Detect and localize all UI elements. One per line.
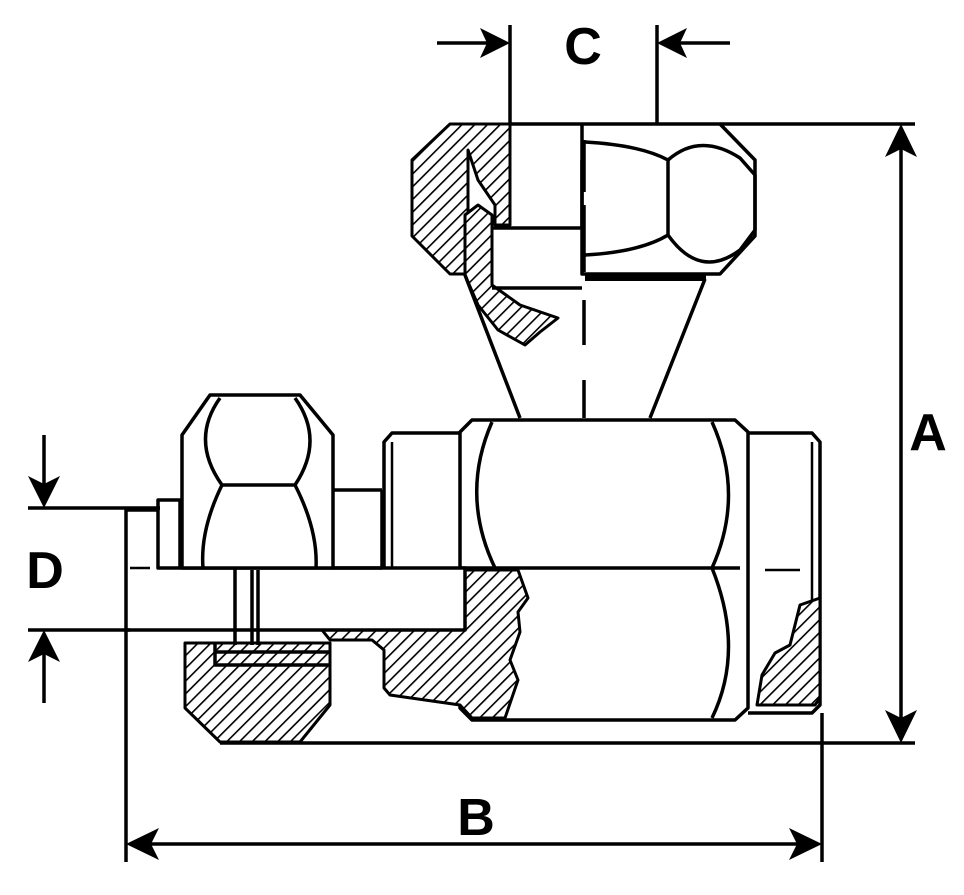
dimension-a: A — [220, 122, 947, 745]
stem-hex-profile — [584, 140, 670, 257]
right-collar — [748, 431, 822, 715]
dimension-b-arrow-right — [789, 828, 822, 860]
lower-nut-section — [183, 641, 332, 744]
inlet-nut-face — [200, 396, 318, 569]
dimension-c-arrow-left — [480, 28, 510, 58]
dimension-c-arrow-right — [657, 28, 687, 58]
dimension-d-arrow-bottom — [28, 630, 60, 662]
inlet-assembly — [124, 393, 467, 645]
body-hex — [458, 418, 750, 722]
dimension-d-arrow-top — [28, 476, 60, 508]
bonnet-cone — [463, 274, 707, 419]
inlet-nut-stem — [333, 488, 384, 570]
right-thread-section — [755, 596, 822, 707]
left-collar — [382, 431, 460, 568]
bonnet-nut-section — [410, 122, 512, 276]
dimension-a-arrow-bottom — [885, 710, 917, 743]
bonnet-stem-section — [463, 203, 560, 347]
dimension-a-arrow-top — [885, 124, 917, 157]
dimension-c: C — [437, 18, 730, 124]
lower-nut-top — [213, 643, 330, 667]
stem-hex-right — [666, 143, 757, 264]
dimension-b-arrow-left — [126, 828, 159, 860]
valve-body — [133, 418, 822, 744]
inlet-tube-step — [156, 498, 182, 568]
dimension-a-label: A — [909, 404, 947, 462]
bonnet-assembly — [410, 122, 757, 419]
inlet-pin — [233, 568, 260, 645]
dimension-d-label: D — [26, 542, 64, 600]
dimension-b: B — [124, 630, 824, 862]
dimension-c-label: C — [564, 18, 602, 76]
stem-body — [492, 160, 584, 290]
dimension-d: D — [26, 435, 160, 703]
dimension-b-label: B — [457, 789, 495, 847]
